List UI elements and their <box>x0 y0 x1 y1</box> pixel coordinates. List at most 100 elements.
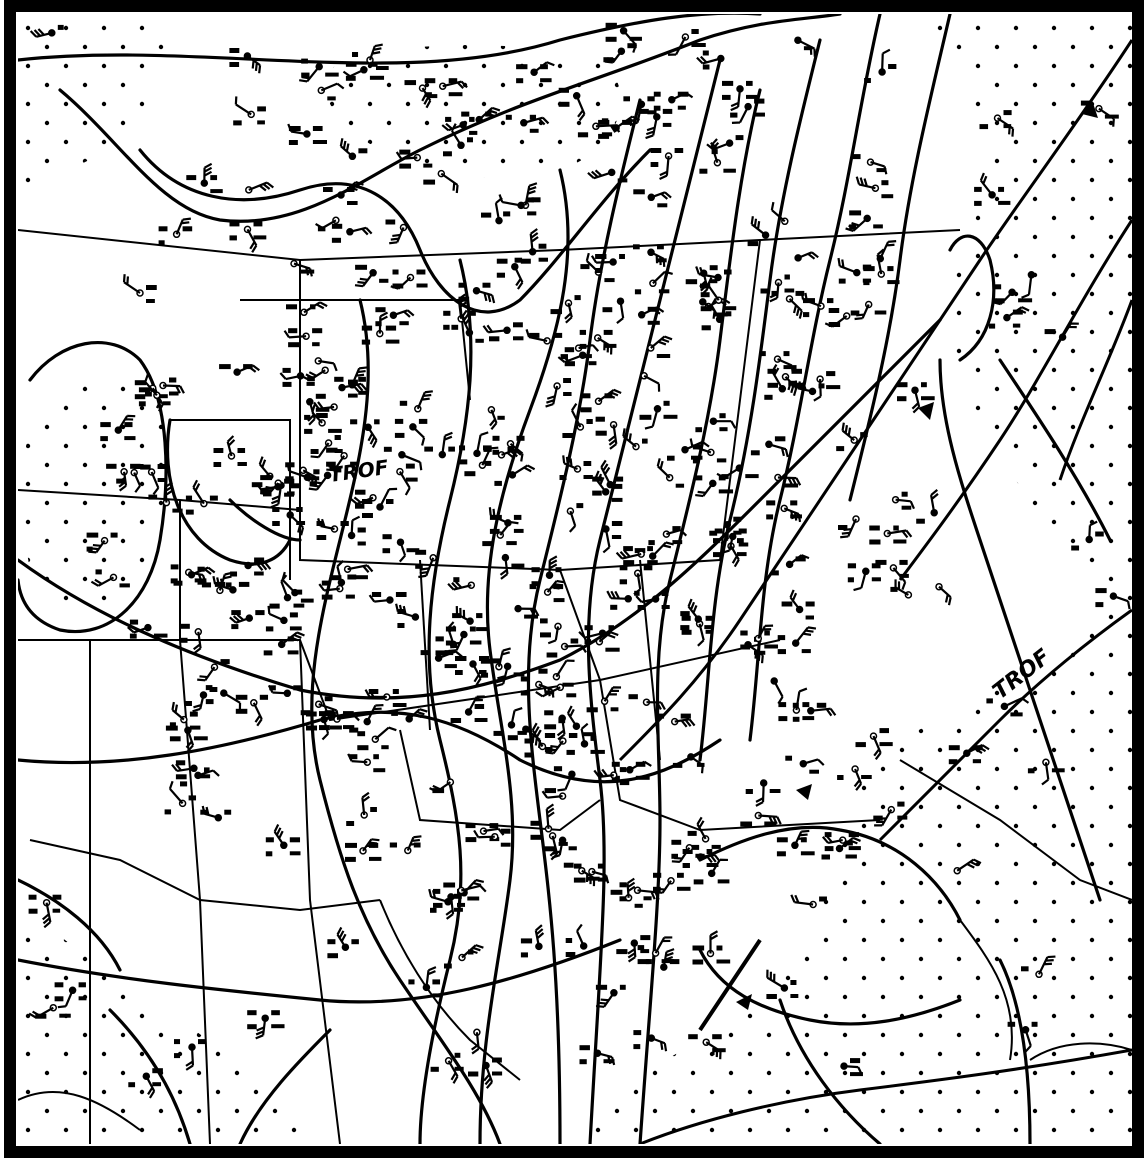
station-plot <box>212 575 250 594</box>
station-plot <box>890 579 913 599</box>
station-plot <box>389 835 422 855</box>
station-plot <box>336 560 357 587</box>
station-plot <box>452 606 489 632</box>
station-plot <box>395 149 433 169</box>
station-plot <box>770 201 789 226</box>
station-plot <box>480 647 511 678</box>
station-plot <box>681 615 714 647</box>
station-plot <box>566 722 605 755</box>
station-plot <box>267 684 301 698</box>
station-plot <box>988 306 1030 329</box>
station-plot <box>471 1028 481 1055</box>
station-plot <box>229 610 265 630</box>
station-plot <box>169 722 208 753</box>
station-plot <box>776 829 815 857</box>
station-plot <box>647 335 673 358</box>
station-plots <box>28 22 1131 1099</box>
station-plot <box>145 377 185 397</box>
station-plot <box>790 894 827 909</box>
station-plot <box>451 309 484 343</box>
station-plot <box>441 116 478 135</box>
station-plot <box>286 301 328 317</box>
station-plot <box>573 863 610 884</box>
station-plot <box>1021 955 1056 979</box>
station-plot <box>468 1057 503 1089</box>
station-plot <box>138 373 171 407</box>
station-plot <box>701 297 732 331</box>
station-plot <box>201 571 233 595</box>
station-plot <box>265 824 301 857</box>
station-plot <box>531 555 562 587</box>
station-plot <box>744 636 766 664</box>
station-plot <box>615 546 658 566</box>
station-plot <box>592 459 624 496</box>
station-plot <box>429 778 455 794</box>
station-plot <box>1080 100 1119 127</box>
station-plot <box>771 290 805 319</box>
station-plot <box>794 380 825 396</box>
station-plot <box>350 419 380 448</box>
station-plot <box>747 216 770 247</box>
station-plot <box>128 1068 163 1099</box>
station-plot <box>610 877 643 908</box>
station-plot <box>362 487 398 518</box>
station-plot <box>482 322 524 342</box>
station-plot <box>544 836 577 859</box>
station-plot <box>300 696 340 719</box>
station-plot <box>619 882 660 902</box>
shaded-region-northwest <box>18 14 180 200</box>
station-plot <box>824 308 851 328</box>
station-plot <box>700 277 737 312</box>
station-plot <box>650 148 684 181</box>
station-plot <box>837 765 872 791</box>
station-plot <box>399 390 433 413</box>
station-plot <box>545 378 572 408</box>
station-plot <box>352 43 389 70</box>
station-plot <box>251 456 274 488</box>
station-plot <box>255 478 295 497</box>
station-plot <box>836 422 868 452</box>
station-plot <box>385 219 408 245</box>
station-plot <box>974 172 1011 206</box>
station-plot <box>265 605 302 632</box>
station-plot <box>148 481 183 513</box>
shaded-region-west-cell <box>23 372 169 610</box>
station-plot <box>546 638 587 658</box>
station-plot <box>396 463 418 496</box>
station-plot <box>622 428 648 451</box>
station-plot <box>680 598 713 631</box>
station-plot <box>368 592 407 604</box>
station-plot <box>408 966 442 998</box>
station-plot <box>692 930 731 965</box>
station-plot <box>318 580 355 600</box>
station-plot <box>766 969 799 999</box>
station-plot <box>197 659 230 682</box>
station-plot <box>347 515 366 546</box>
station-plot <box>316 518 349 540</box>
station-plot <box>327 926 359 959</box>
station-plot <box>1007 1021 1038 1053</box>
station-plot <box>395 603 420 628</box>
station-plot <box>648 526 688 546</box>
station-plot <box>587 168 628 183</box>
station-plot <box>498 194 537 217</box>
station-plot <box>116 464 151 493</box>
station-plot <box>186 162 223 194</box>
station-plot <box>173 566 216 586</box>
map-border <box>4 0 1144 1158</box>
station-plot <box>230 557 272 577</box>
shaded-regions <box>18 14 1132 1144</box>
station-plot <box>667 29 706 56</box>
station-plot <box>450 695 488 723</box>
station-plot <box>1021 271 1036 299</box>
station-plot <box>563 862 600 887</box>
station-plot <box>525 329 563 345</box>
station-plot <box>180 623 203 655</box>
station-plot <box>530 803 555 840</box>
station-plot <box>553 766 576 792</box>
station-plot <box>520 676 555 698</box>
station-plot <box>891 491 915 510</box>
station-plot <box>595 984 626 1008</box>
station-plot <box>640 372 661 392</box>
front-label-trof-west: TROF <box>327 455 390 487</box>
